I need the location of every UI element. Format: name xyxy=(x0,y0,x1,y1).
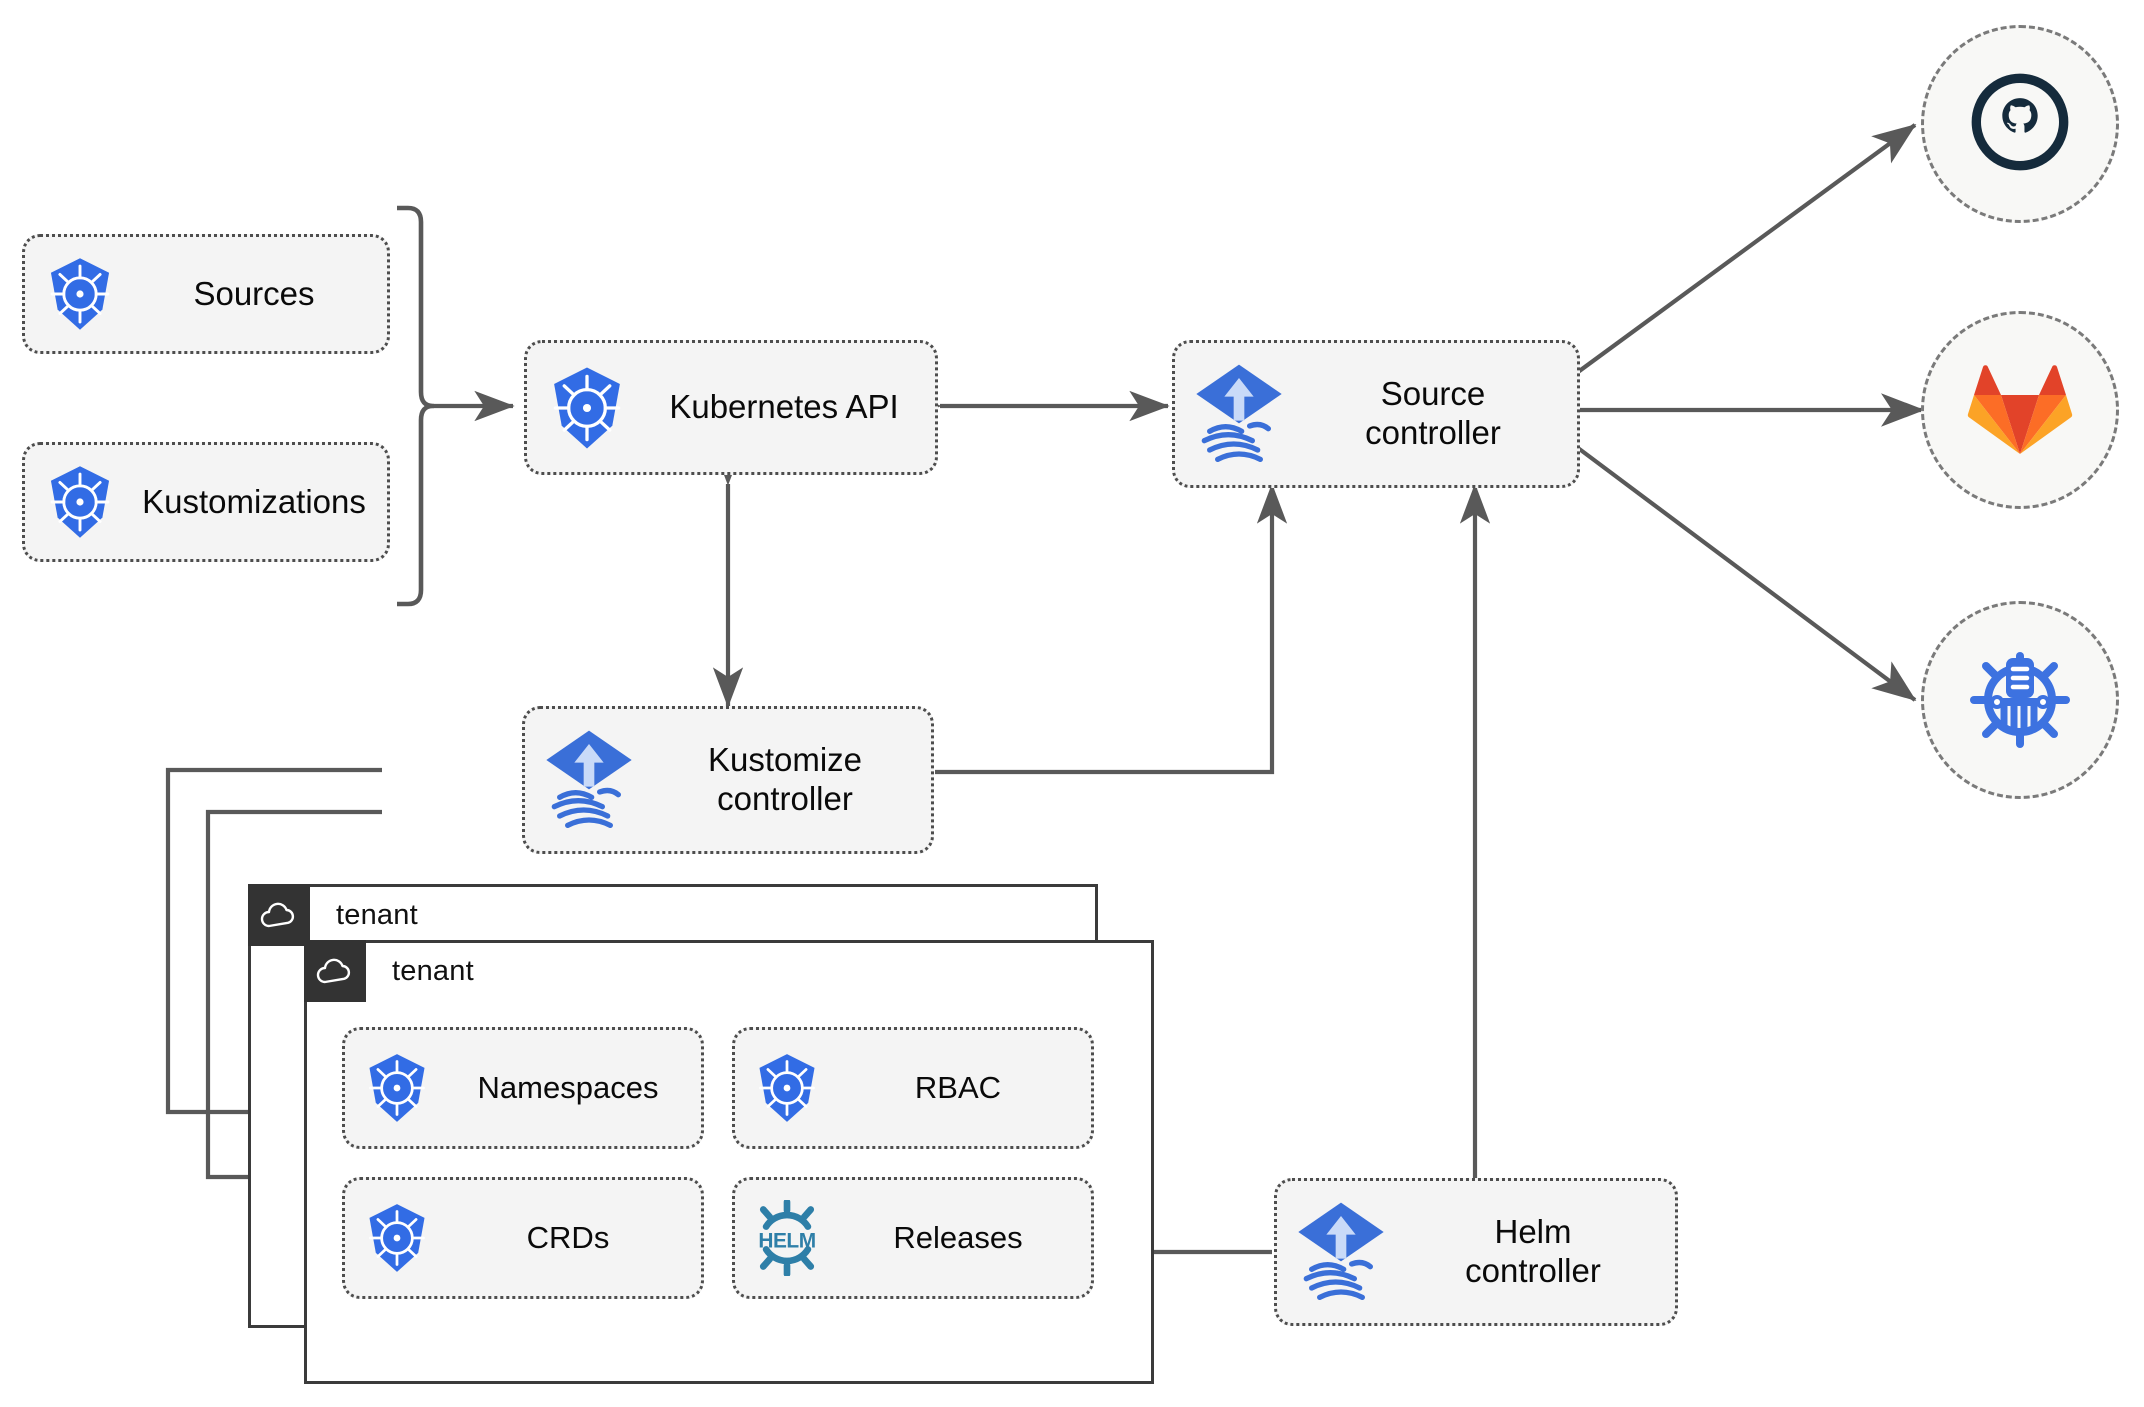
node-namespaces[interactable]: Namespaces xyxy=(342,1027,704,1149)
node-label: Kustomize controller xyxy=(707,741,863,817)
helm-icon: HELM xyxy=(735,1200,839,1276)
kubernetes-icon xyxy=(527,365,647,451)
node-label: Helm controller xyxy=(1465,1213,1601,1289)
cloud-icon xyxy=(304,940,366,1002)
svg-text:HELM: HELM xyxy=(758,1230,815,1253)
tenant-outer-header: tenant xyxy=(248,884,418,946)
node-kustomize-controller[interactable]: Kustomize controller xyxy=(522,706,934,854)
flux-icon xyxy=(1277,1200,1405,1304)
gitlab-icon xyxy=(1967,358,2073,463)
flux-icon xyxy=(1175,362,1303,466)
node-label: Sources xyxy=(193,274,315,312)
node-label: Releases xyxy=(893,1219,1023,1255)
helm-repository-icon xyxy=(1966,644,2074,757)
tenant-inner-frame xyxy=(304,940,1154,1384)
node-label: Source controller xyxy=(1365,375,1501,451)
node-releases[interactable]: HELM Releases xyxy=(732,1177,1094,1299)
tenant-label: tenant xyxy=(392,954,474,987)
kubernetes-icon xyxy=(25,256,135,332)
node-label: CRDs xyxy=(526,1219,610,1255)
cloud-icon xyxy=(248,884,310,946)
node-crds[interactable]: CRDs xyxy=(342,1177,704,1299)
node-kubernetes-api[interactable]: Kubernetes API xyxy=(524,340,938,475)
endpoint-helm-repository[interactable] xyxy=(1921,601,2119,799)
node-rbac[interactable]: RBAC xyxy=(732,1027,1094,1149)
kubernetes-icon xyxy=(735,1052,839,1124)
node-label: RBAC xyxy=(914,1069,1002,1105)
kubernetes-icon xyxy=(345,1202,449,1274)
github-icon xyxy=(1968,70,2072,179)
flux-icon xyxy=(525,728,653,832)
tenant-label: tenant xyxy=(336,898,418,931)
node-helm-controller[interactable]: Helm controller xyxy=(1274,1178,1678,1326)
tenant-inner-header: tenant xyxy=(304,940,474,1002)
kubernetes-icon xyxy=(345,1052,449,1124)
node-kustomizations[interactable]: Kustomizations xyxy=(22,442,390,562)
node-label: Kustomizations xyxy=(142,482,366,520)
kubernetes-icon xyxy=(25,464,135,540)
endpoint-gitlab[interactable] xyxy=(1921,311,2119,509)
node-source-controller[interactable]: Source controller xyxy=(1172,340,1580,488)
node-label: Kubernetes API xyxy=(669,388,899,426)
node-label: Namespaces xyxy=(477,1069,659,1105)
node-sources[interactable]: Sources xyxy=(22,234,390,354)
endpoint-github[interactable] xyxy=(1921,25,2119,223)
